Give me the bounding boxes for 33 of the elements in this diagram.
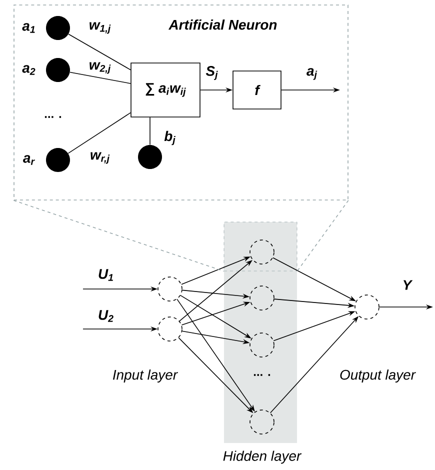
edge-label: U$_{2}$: [98, 310, 114, 322]
input-dot: [46, 148, 70, 172]
edge-label: w$_{1,j}$: [90, 22, 111, 34]
edge-label: S$_{j}$: [206, 66, 218, 80]
ellipsis: ... .: [44, 116, 62, 118]
edge-label: w$_{2,j}$: [90, 62, 111, 74]
ellipsis: ... .: [254, 374, 270, 376]
sum-box: ∑ a$_{i}$w$_{ij}$: [130, 62, 200, 118]
zoom-frame: [224, 222, 298, 272]
edge-label: w$_{r,j}$: [90, 152, 110, 164]
neuron-circle: [250, 240, 274, 264]
edge-label: a$_{j}$: [306, 68, 318, 80]
projection-line: [296, 200, 349, 272]
neuron-circle: [250, 332, 274, 358]
input-dot: [138, 145, 162, 169]
input-dot: [46, 58, 70, 82]
neuron-circle: [158, 276, 182, 302]
input-label: a$_{r}$: [23, 155, 35, 165]
neuron-circle: [250, 286, 274, 310]
input-label: a$_{1}$: [22, 23, 35, 33]
neuron-circle: [250, 410, 274, 434]
node-label: Hidden layer: [223, 450, 302, 464]
input-dot: [46, 16, 70, 40]
layer-label: Input layer: [112, 370, 178, 382]
neuron-circle: [354, 294, 380, 320]
neuron-circle: [158, 316, 182, 342]
input-label: a$_{2}$: [22, 65, 36, 75]
edge-label: U$_{1}$: [98, 269, 113, 281]
edge-label: Y: [404, 280, 413, 290]
projection-line: [13, 200, 224, 272]
input-label: b$_{j}$: [164, 130, 176, 146]
layer-label: Output layer: [340, 370, 416, 382]
function-box: f: [232, 70, 282, 110]
